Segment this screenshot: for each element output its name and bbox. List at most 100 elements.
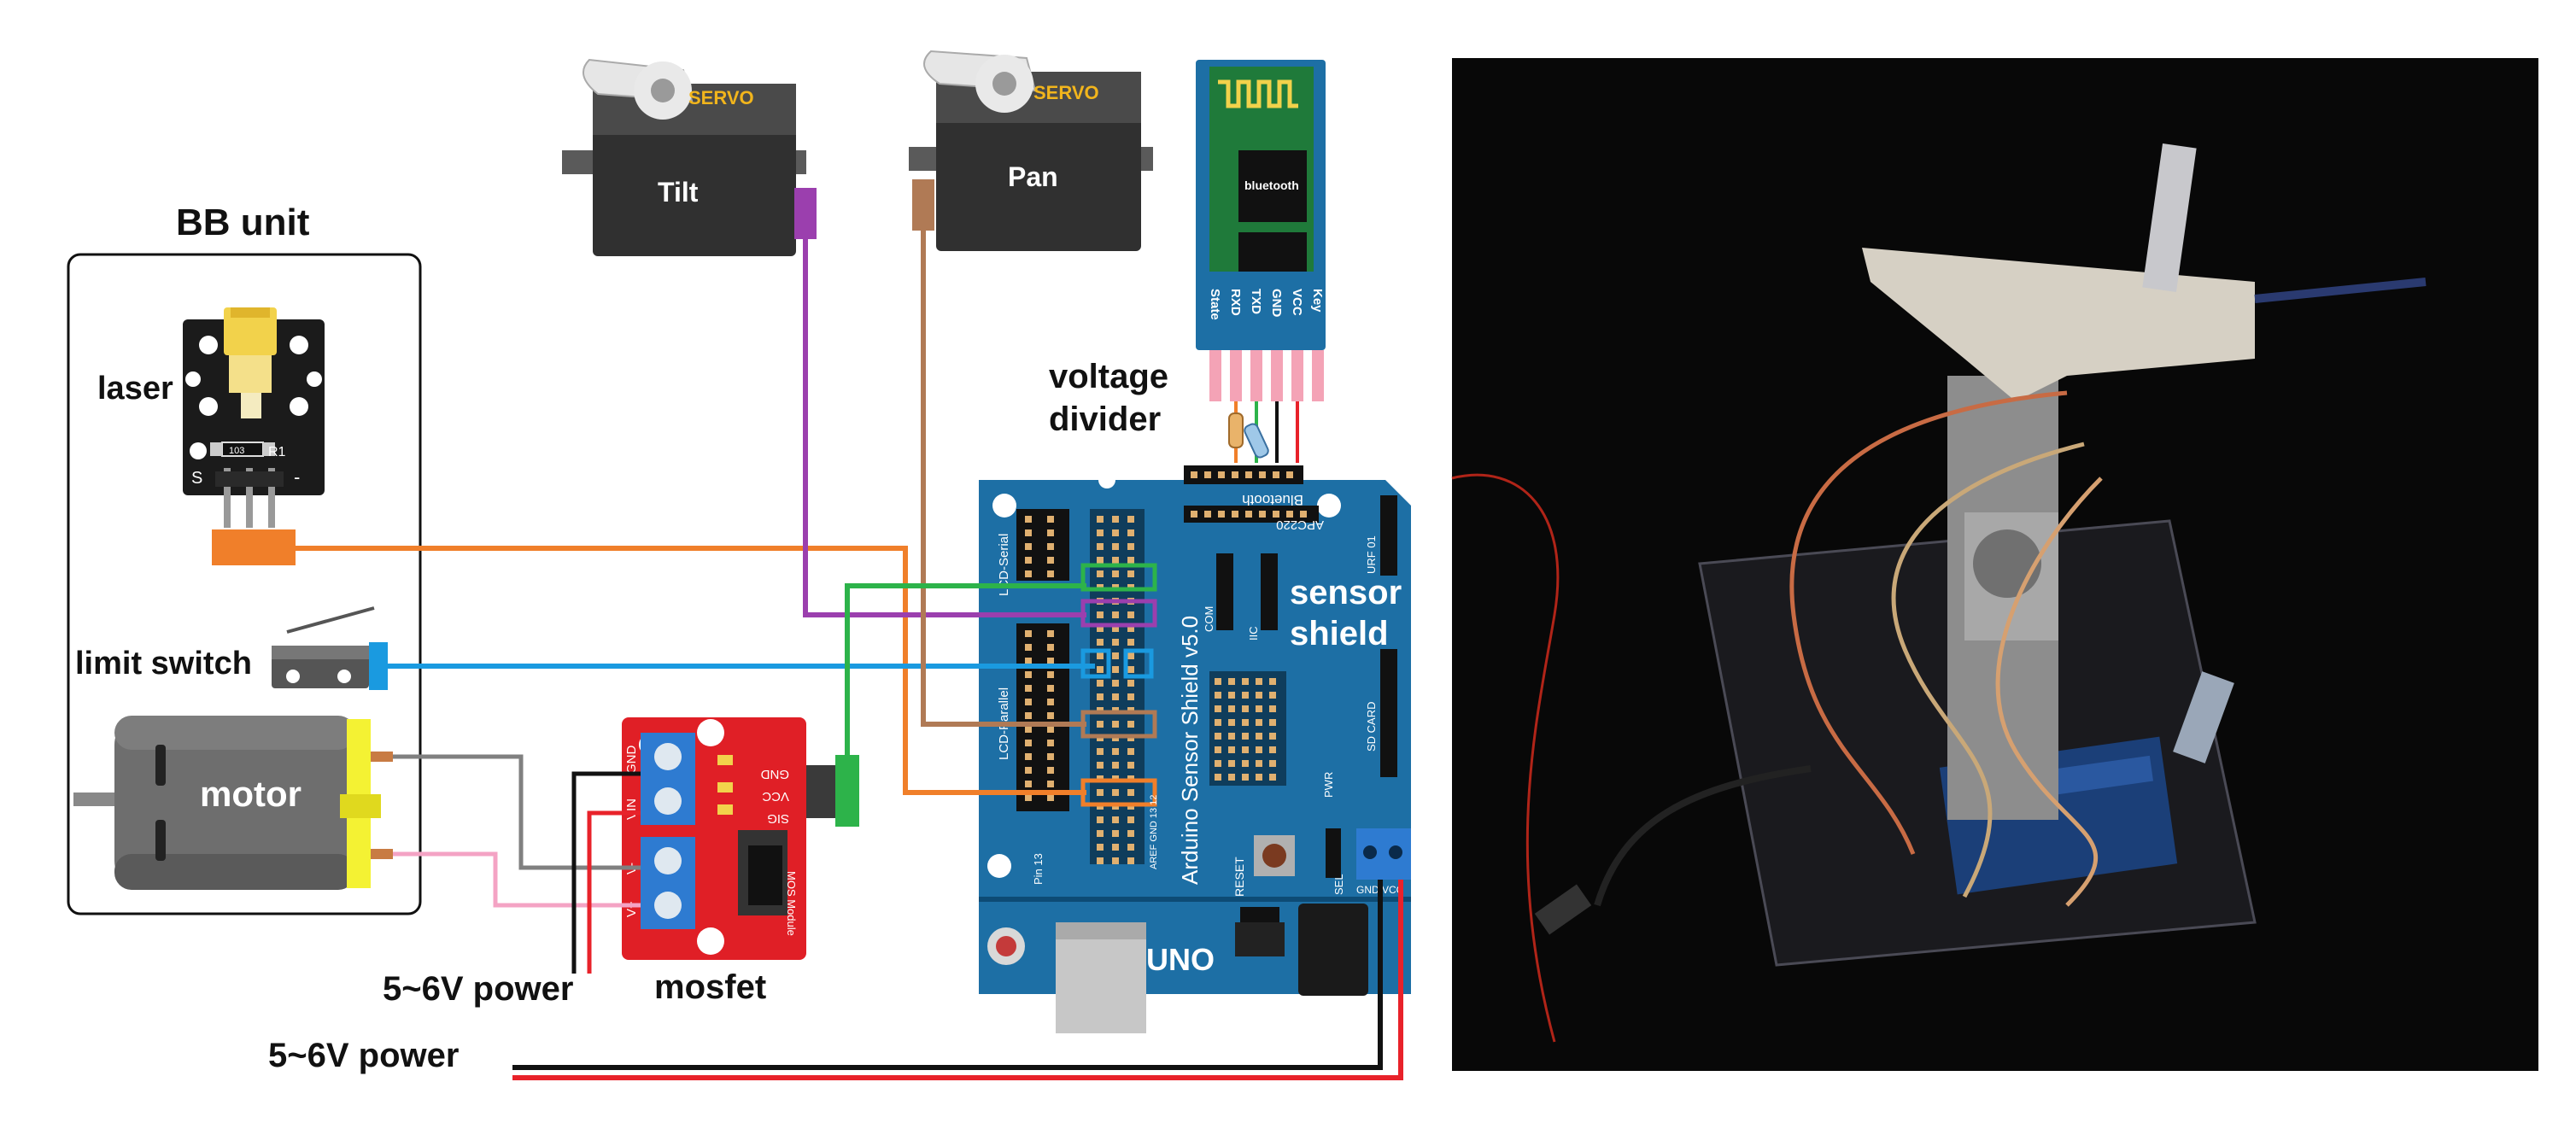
header-pin bbox=[1215, 746, 1221, 753]
header-pin bbox=[1025, 630, 1032, 637]
header-pin bbox=[1047, 557, 1054, 564]
tilt-servo bbox=[562, 58, 817, 256]
header-pin bbox=[1097, 693, 1104, 700]
header-pin bbox=[1127, 652, 1134, 659]
header-pin bbox=[1097, 748, 1104, 755]
header-pin bbox=[1242, 733, 1249, 740]
header-pin bbox=[1097, 557, 1104, 564]
header-pin bbox=[1245, 471, 1252, 478]
header-pin bbox=[1256, 719, 1262, 726]
header-pin bbox=[1112, 543, 1119, 550]
header-pin bbox=[1242, 705, 1249, 712]
header-pin bbox=[1204, 511, 1211, 518]
urf-label: URF 01 bbox=[1365, 535, 1378, 574]
header-pin bbox=[1242, 692, 1249, 699]
header-pin bbox=[1245, 511, 1252, 518]
header-pin bbox=[1228, 760, 1235, 767]
header-pin bbox=[1259, 511, 1266, 518]
header-pin bbox=[1127, 857, 1134, 864]
header-pin bbox=[1242, 760, 1249, 767]
header-pin bbox=[1269, 692, 1276, 699]
mosfet-power-red bbox=[587, 810, 641, 974]
power-main-label: 5~6V power bbox=[268, 1037, 460, 1074]
header-pin bbox=[1112, 721, 1119, 728]
header-pin bbox=[1112, 516, 1119, 523]
header-pin bbox=[1127, 557, 1134, 564]
header-pin bbox=[1273, 471, 1279, 478]
header-pin bbox=[1127, 639, 1134, 646]
pwr-label: PWR bbox=[1322, 772, 1335, 798]
motor-wire-pink bbox=[393, 851, 641, 908]
header-pin bbox=[1112, 844, 1119, 851]
header-pin bbox=[1047, 712, 1054, 719]
mosfet-side-gnd: GND bbox=[761, 767, 790, 781]
apc220-label: APC220 bbox=[1276, 518, 1324, 532]
header-pin bbox=[1047, 699, 1054, 705]
header-pin bbox=[1097, 721, 1104, 728]
header-pin bbox=[1097, 857, 1104, 864]
header-pin bbox=[1025, 753, 1032, 760]
header-pin bbox=[1097, 516, 1104, 523]
header-pin bbox=[1025, 781, 1032, 787]
header-pin bbox=[1097, 543, 1104, 550]
header-pin bbox=[1097, 625, 1104, 632]
voltage-divider-resistors bbox=[1228, 412, 1269, 459]
header-pin bbox=[1112, 557, 1119, 564]
motor-wire-grey bbox=[393, 754, 641, 870]
mosfet-module bbox=[622, 717, 859, 960]
header-pin bbox=[1025, 685, 1032, 692]
bluetooth-header-label: Bluetooth bbox=[1242, 492, 1303, 508]
header-pin bbox=[1269, 733, 1276, 740]
pin13-label: Pin 13 bbox=[1032, 853, 1045, 885]
mosfet-side-vcc: VCC bbox=[762, 789, 789, 804]
mosfet-pin-gnd: GND bbox=[624, 746, 639, 775]
header-pin bbox=[1112, 830, 1119, 837]
laser-label: laser bbox=[97, 371, 173, 407]
header-pin bbox=[1242, 678, 1249, 685]
header-pin bbox=[1097, 529, 1104, 536]
header-pin bbox=[1127, 611, 1134, 618]
header-pin bbox=[1256, 760, 1262, 767]
header-pin bbox=[1232, 511, 1238, 518]
header-pin bbox=[1191, 511, 1197, 518]
bluetooth-module bbox=[1196, 60, 1326, 350]
header-pin bbox=[1047, 658, 1054, 664]
header-pin bbox=[1256, 746, 1262, 753]
header-pin bbox=[1112, 680, 1119, 687]
bt-pin-gnd: GND bbox=[1269, 289, 1284, 318]
header-pin bbox=[1112, 789, 1119, 796]
limit-switch-label: limit switch bbox=[75, 646, 252, 681]
header-pin bbox=[1256, 774, 1262, 781]
header-pin bbox=[1097, 844, 1104, 851]
header-pin bbox=[1228, 719, 1235, 726]
header-pin bbox=[1127, 693, 1134, 700]
header-pin bbox=[1215, 678, 1221, 685]
header-pin bbox=[1097, 652, 1104, 659]
mosfet-module-label: MOS Module bbox=[785, 871, 798, 936]
mosfet-pin-labels: GND VIN V- V+ GND VCC SIG MOS Module bbox=[624, 746, 798, 936]
header-pin bbox=[1025, 557, 1032, 564]
header-pin bbox=[1112, 570, 1119, 577]
header-pin bbox=[1047, 644, 1054, 651]
header-pin bbox=[1215, 774, 1221, 781]
header-pin bbox=[1097, 830, 1104, 837]
header-pin bbox=[1127, 680, 1134, 687]
uno-label: UNO bbox=[1146, 942, 1215, 977]
header-pin bbox=[1127, 844, 1134, 851]
header-pin bbox=[1232, 471, 1238, 478]
header-pin bbox=[1242, 719, 1249, 726]
bluetooth-chip-label: bluetooth bbox=[1244, 178, 1299, 192]
header-pin bbox=[1228, 746, 1235, 753]
dc-motor bbox=[73, 716, 393, 890]
tilt-servo-brand: SERVO bbox=[688, 87, 754, 108]
header-pin bbox=[1215, 705, 1221, 712]
laser-wire bbox=[296, 546, 1086, 795]
bt-pin-vcc: VCC bbox=[1290, 289, 1304, 316]
header-pin bbox=[1097, 611, 1104, 618]
header-pin bbox=[1112, 639, 1119, 646]
header-pin bbox=[1025, 671, 1032, 678]
com-label: COM bbox=[1203, 606, 1215, 632]
header-pin bbox=[1215, 692, 1221, 699]
header-pin bbox=[1256, 692, 1262, 699]
pan-label: Pan bbox=[1008, 161, 1058, 192]
